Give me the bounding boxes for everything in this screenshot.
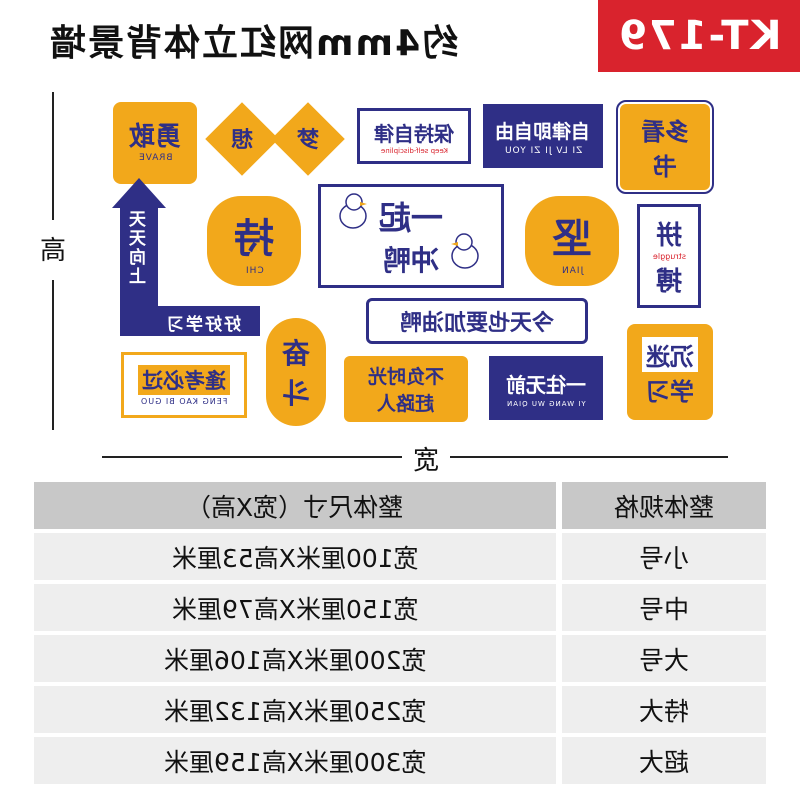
cell-spec: 小号 — [562, 533, 766, 580]
forward-sub: YI WANG WU QIAN — [506, 399, 586, 408]
height-label: 高 — [39, 236, 66, 266]
sticker-brave-text: 勇敢 — [128, 121, 181, 152]
spec-table: 整体尺寸（宽X高） 整体规格 宽100厘米X高53厘米 小号 宽150厘米X高7… — [34, 478, 766, 788]
dont-waste-line1: 不负时光 — [367, 366, 444, 388]
height-line-top — [52, 92, 54, 220]
header-size: 整体尺寸（宽X高） — [34, 482, 556, 529]
cell-size: 宽100厘米X高53厘米 — [34, 533, 556, 580]
width-line-left — [102, 456, 402, 458]
table-header-row: 整体尺寸（宽X高） 整体规格 — [34, 482, 766, 529]
fen-text: 奋 — [281, 337, 310, 370]
table-row: 宽300厘米X高159厘米 超大 — [34, 737, 766, 784]
dou-text: 斗 — [281, 377, 310, 410]
feng-kao-text: 逢考必过 — [138, 364, 230, 395]
duck-icon — [448, 232, 482, 272]
struggle-line1: 拼 — [655, 220, 682, 251]
dream-char-1: 梦 — [296, 128, 319, 153]
table-row: 宽200厘米X高106厘米 大号 — [34, 635, 766, 682]
chi-text: 持 — [234, 216, 274, 262]
keep-discipline-sub: Keep self-discipline — [380, 146, 448, 155]
sticker-self-discipline: 自律即自由 ZI LV JI ZI YOU — [483, 104, 603, 168]
sticker-dont-waste: 不负时光 赶路人 — [344, 356, 468, 422]
cell-size: 宽200厘米X高106厘米 — [34, 635, 556, 682]
sticker-keep-discipline: 保持自律 Keep self-discipline — [357, 108, 471, 164]
self-discipline-sub: ZI LV JI ZI YOU — [503, 145, 583, 156]
cell-spec: 特大 — [562, 686, 766, 733]
sticker-brave-sub: BRAVE — [137, 153, 173, 164]
jian-sub: JIAN — [560, 266, 584, 276]
arrow-base — [120, 306, 260, 336]
together-line2: 冲鸭 — [382, 244, 439, 277]
sticker-brave: 勇敢 BRAVE — [113, 102, 197, 184]
cell-spec: 中号 — [562, 584, 766, 631]
struggle-line2: 搏 — [655, 266, 682, 297]
cell-size: 宽150厘米X高79厘米 — [34, 584, 556, 631]
width-line-right — [450, 456, 728, 458]
study-more-line2: 书 — [653, 153, 677, 181]
sticker-today-refuel: 今天也要加油鸭 — [366, 298, 588, 344]
duck-icon — [336, 192, 370, 232]
sticker-chi: 持 CHI — [207, 196, 301, 286]
immerse-line2: 学习 — [646, 378, 694, 406]
table-row: 宽150厘米X高79厘米 中号 — [34, 584, 766, 631]
title-text: 约4mm网红立体背景墙 — [48, 23, 459, 64]
chi-sub: CHI — [244, 266, 264, 276]
forward-text: 一往无前 — [506, 372, 586, 397]
table-row: 宽100厘米X高53厘米 小号 — [34, 533, 766, 580]
arrow-base-text: 好好学习 — [165, 315, 241, 335]
arrow-text: 天天向上 — [130, 210, 150, 286]
sticker-study-more: 多看 书 — [616, 100, 714, 194]
sticker-dream: 想 梦 — [205, 102, 345, 176]
dream-char-2: 想 — [230, 128, 253, 153]
study-more-line1: 多看 — [641, 118, 689, 146]
cell-size: 宽300厘米X高159厘米 — [34, 737, 556, 784]
immerse-line1: 沉迷 — [642, 337, 698, 372]
dont-waste-line2: 赶路人 — [377, 393, 435, 415]
sticker-fendou: 奋 斗 — [266, 318, 326, 426]
page-title: 约4mm网红立体背景墙 — [48, 10, 588, 70]
jian-text: 坚 — [552, 216, 592, 262]
height-line-bottom — [52, 280, 54, 430]
table-row: 宽250厘米X高132厘米 特大 — [34, 686, 766, 733]
cell-spec: 超大 — [562, 737, 766, 784]
struggle-sub: struggle — [652, 251, 686, 261]
cell-size: 宽250厘米X高132厘米 — [34, 686, 556, 733]
width-label: 宽 — [412, 446, 439, 476]
sticker-forward: 一往无前 YI WANG WU QIAN — [489, 356, 603, 420]
sticker-immerse-study: 沉迷 学习 — [627, 324, 713, 420]
feng-kao-sub: FENG KAO BI GUO — [140, 396, 228, 406]
today-refuel-text: 今天也要加油鸭 — [399, 311, 554, 336]
cell-spec: 大号 — [562, 635, 766, 682]
sticker-jian: 坚 JIAN — [525, 196, 619, 286]
sticker-struggle: 拼 struggle 搏 — [637, 204, 701, 308]
header-spec: 整体规格 — [562, 482, 766, 529]
product-code: KT-179 — [616, 13, 782, 59]
product-code-badge: KT-179 — [598, 0, 800, 72]
sticker-feng-kao: 逢考必过 FENG KAO BI GUO — [121, 352, 247, 418]
together-line1: 一起 — [378, 199, 443, 237]
self-discipline-text: 自律即自由 — [495, 120, 591, 143]
keep-discipline-text: 保持自律 — [374, 121, 454, 146]
